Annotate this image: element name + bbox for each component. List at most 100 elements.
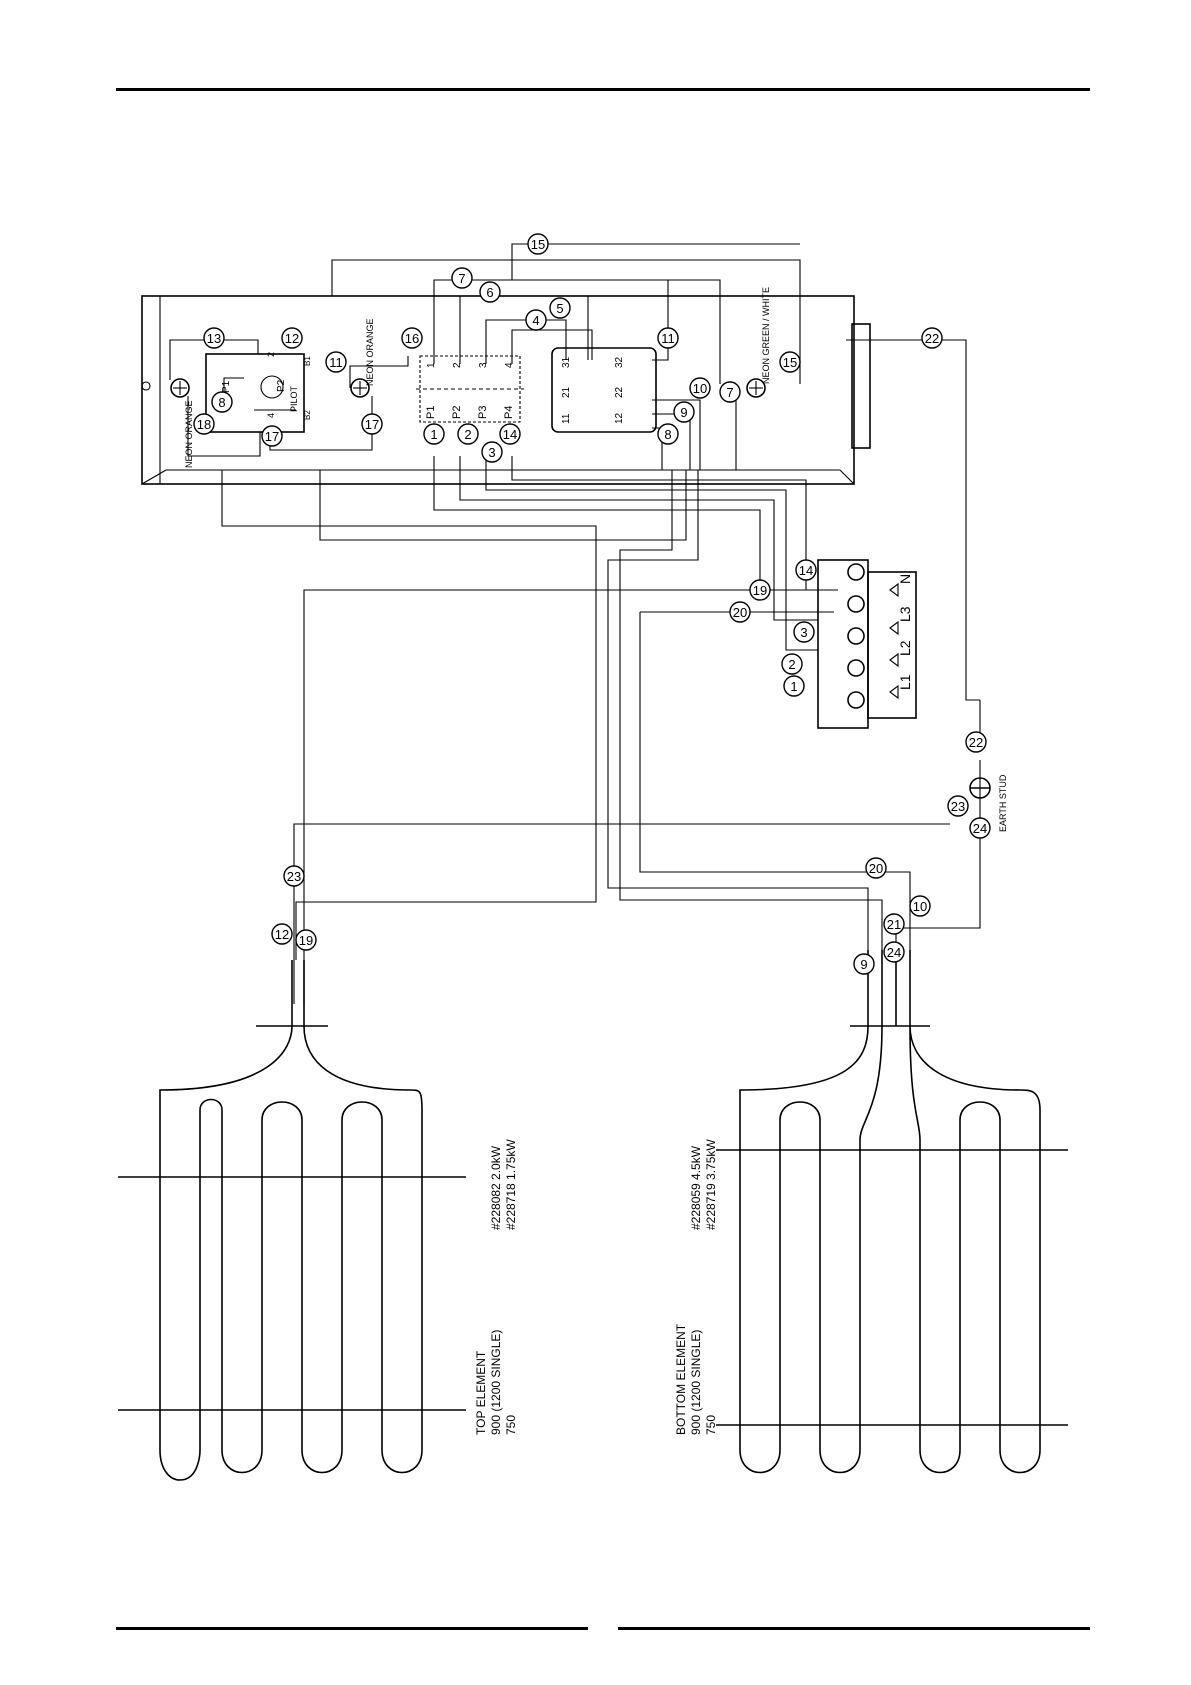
svg-text:7: 7: [726, 385, 733, 400]
pilot-p1-label: P1: [221, 380, 232, 393]
svg-text:22: 22: [925, 331, 939, 346]
top-element-part-2: #228718 1.75kW: [504, 1139, 518, 1230]
wire-tag-22-earth: 22: [965, 731, 987, 753]
svg-text:11: 11: [329, 355, 343, 370]
wire-tag-2-term: 2: [781, 653, 803, 675]
svg-text:7: 7: [458, 271, 465, 286]
wire-tag-1: 1: [423, 423, 445, 445]
wire-tag-23-earth: 23: [947, 795, 969, 817]
wire-tag-10: 10: [689, 377, 711, 399]
switch-top-4: 4: [504, 362, 515, 368]
pilot-b2: B2: [303, 410, 312, 420]
svg-text:3: 3: [488, 445, 495, 460]
wire-tag-4: 4: [525, 309, 547, 331]
terminal-l1: L1: [897, 674, 913, 690]
wire-tag-21: 21: [883, 913, 905, 935]
svg-text:24: 24: [887, 945, 901, 960]
wire-tag-6: 6: [479, 281, 501, 303]
svg-text:12: 12: [275, 927, 289, 942]
svg-text:19: 19: [299, 933, 313, 948]
earth-stud-label: EARTH STUD: [998, 774, 1008, 832]
pilot-terminal-4: 4: [266, 413, 276, 418]
wire-tag-10-bottom: 10: [909, 895, 931, 917]
svg-text:22: 22: [969, 735, 983, 750]
svg-text:4: 4: [532, 313, 539, 328]
contact-12: 12: [614, 412, 625, 424]
wire-tag-1-term: 1: [783, 675, 805, 697]
wire-tag-16: 16: [401, 327, 423, 349]
svg-text:9: 9: [680, 405, 687, 420]
svg-text:20: 20: [869, 861, 883, 876]
svg-text:2: 2: [788, 657, 795, 672]
wire-tag-13: 13: [203, 327, 225, 349]
svg-text:15: 15: [531, 237, 545, 252]
wire-tag-3: 3: [481, 441, 503, 463]
wire-tag-18: 18: [193, 413, 215, 435]
svg-text:8: 8: [218, 395, 225, 410]
svg-text:2: 2: [464, 427, 471, 442]
wire-tag-15-right: 15: [779, 351, 801, 373]
switch-p3: P3: [477, 406, 489, 419]
top-element-part-1: #228082 2.0kW: [489, 1145, 503, 1230]
svg-text:24: 24: [973, 821, 987, 836]
svg-text:1: 1: [430, 427, 437, 442]
bottom-heating-element: [716, 950, 1068, 1474]
neon-green-white-label: NEON GREEN / WHITE: [761, 287, 771, 384]
terminal-n: N: [897, 574, 913, 584]
wire-tag-9-bottom: 9: [853, 953, 875, 975]
wire-tag-20-bottom: 20: [865, 857, 887, 879]
pilot-b1: B1: [303, 356, 312, 366]
svg-text:18: 18: [197, 417, 211, 432]
contact-22: 22: [614, 386, 625, 398]
bottom-element-part-1: #228059 4.5kW: [689, 1145, 703, 1230]
terminal-block: [817, 559, 917, 729]
svg-text:17: 17: [365, 417, 379, 432]
wire-tag-12-top: 12: [271, 923, 293, 945]
terminal-l3: L3: [897, 606, 913, 622]
switch-top-2: 2: [452, 362, 463, 368]
svg-text:21: 21: [887, 917, 901, 932]
svg-text:9: 9: [860, 957, 867, 972]
bottom-element-part-2: #228719 3.75kW: [704, 1139, 718, 1230]
neon-lamp-right: [746, 378, 766, 398]
svg-text:14: 14: [799, 563, 813, 578]
svg-text:3: 3: [800, 625, 807, 640]
wire-tag-7: 7: [451, 267, 473, 289]
pilot-thermostat: P1 P2 PILOT 2 4 B2 B1: [205, 352, 312, 433]
neon-lamp-mid: [350, 378, 370, 398]
wire-tag-11-left: 11: [325, 351, 347, 373]
bottom-element-model-2: 750: [704, 1415, 718, 1435]
pilot-p2-label: P2: [276, 379, 287, 392]
wire-tag-22: 22: [921, 327, 943, 349]
wire-tag-15: 15: [527, 233, 549, 255]
wire-tag-8-right: 8: [657, 423, 679, 445]
svg-text:20: 20: [733, 605, 747, 620]
wire-tag-24-earth: 24: [969, 817, 991, 839]
svg-text:12: 12: [285, 331, 299, 346]
svg-text:17: 17: [265, 429, 279, 444]
top-element-title: TOP ELEMENT: [474, 1350, 488, 1435]
neon-orange-mid-label: NEON ORANGE: [365, 318, 375, 386]
pilot-label: PILOT: [289, 385, 299, 412]
switch-p4: P4: [503, 406, 515, 419]
svg-text:19: 19: [753, 583, 767, 598]
header-rule: [116, 88, 1090, 91]
neon-orange-left-label: NEON ORANGE: [184, 400, 194, 468]
svg-text:15: 15: [783, 355, 797, 370]
pilot-terminal-2: 2: [266, 352, 276, 357]
svg-text:10: 10: [913, 899, 927, 914]
switch-top-1: 1: [426, 362, 437, 368]
svg-text:5: 5: [556, 301, 563, 316]
neon-lamp-left: [170, 378, 190, 398]
wire-tag-14: 14: [499, 423, 521, 445]
svg-text:23: 23: [951, 799, 965, 814]
svg-text:11: 11: [661, 331, 675, 346]
svg-text:6: 6: [486, 285, 493, 300]
top-element-model-2: 750: [504, 1415, 518, 1435]
wire-tag-17: 17: [261, 425, 283, 447]
switch-top-3: 3: [478, 362, 489, 368]
panel-wiring: [169, 243, 980, 701]
wire-tag-7-right: 7: [719, 381, 741, 403]
wire-tag-11: 11: [657, 327, 679, 349]
